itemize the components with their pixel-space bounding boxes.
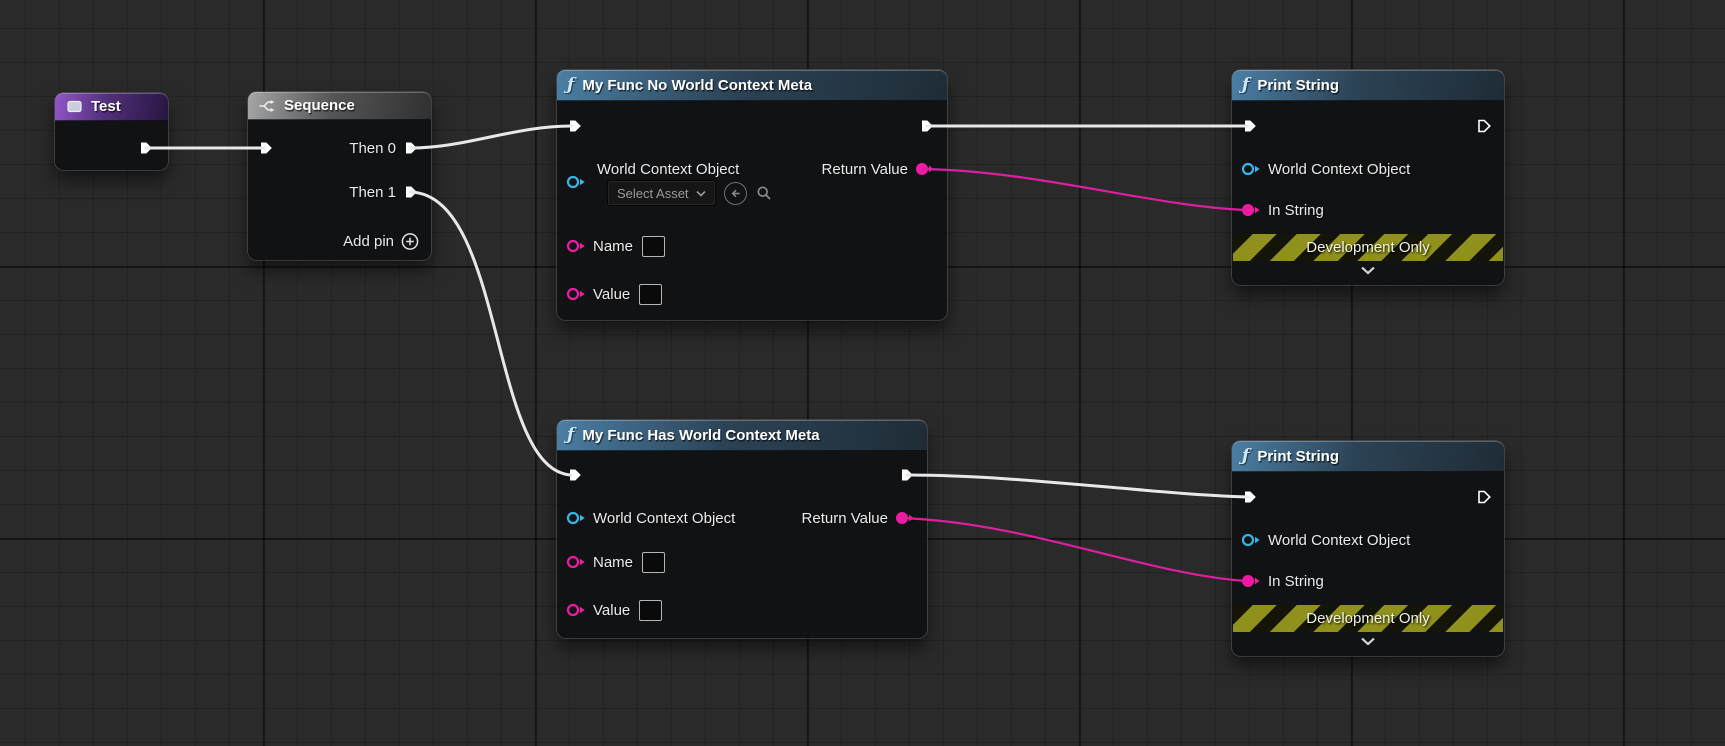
exec-in-pin[interactable] bbox=[1242, 485, 1258, 509]
node-test-header[interactable]: Test bbox=[55, 93, 168, 121]
node-func-has-wcm[interactable]: ƒ My Func Has World Context Meta World C… bbox=[557, 420, 927, 638]
world-context-object-row: World Context Object bbox=[566, 506, 735, 530]
pin-label: World Context Object bbox=[593, 509, 736, 527]
function-icon: ƒ bbox=[1242, 74, 1250, 95]
node-title: My Func Has World Context Meta bbox=[582, 426, 820, 444]
world-context-picker-row: Select Asset bbox=[607, 180, 773, 206]
name-pin[interactable] bbox=[566, 238, 586, 254]
expand-node-button[interactable] bbox=[1232, 637, 1504, 646]
node-title: Print String bbox=[1257, 447, 1339, 465]
name-pin[interactable] bbox=[566, 554, 586, 570]
node-title: Test bbox=[91, 98, 121, 115]
pin-label: Value bbox=[593, 601, 631, 619]
node-title: My Func No World Context Meta bbox=[582, 76, 813, 94]
value-pin[interactable] bbox=[566, 602, 586, 618]
in-string-row: In String bbox=[1241, 569, 1324, 593]
function-icon: ƒ bbox=[567, 74, 575, 95]
node-print-string-bottom-header[interactable]: ƒ Print String bbox=[1232, 441, 1504, 472]
add-pin-icon bbox=[401, 232, 419, 250]
browse-asset-icon[interactable] bbox=[755, 184, 773, 202]
exec-out-pin[interactable] bbox=[1476, 485, 1492, 509]
in-string-row: In String bbox=[1241, 198, 1324, 222]
wire-exec-func-has-wcm-to-print-bottom[interactable] bbox=[905, 473, 1250, 499]
select-asset-dropdown[interactable]: Select Asset bbox=[607, 180, 716, 206]
development-only-banner: Development Only bbox=[1233, 234, 1503, 261]
pin-label: Then 1 bbox=[349, 183, 396, 201]
value-input[interactable] bbox=[639, 599, 663, 621]
pin-label: World Context Object bbox=[597, 160, 740, 178]
event-icon bbox=[65, 98, 83, 116]
node-sequence-header[interactable]: Sequence bbox=[248, 92, 431, 120]
expand-node-button[interactable] bbox=[1232, 266, 1504, 275]
pin-label: World Context Object bbox=[1268, 531, 1411, 549]
add-pin-button[interactable]: Add pin bbox=[343, 229, 419, 253]
use-selected-asset-button[interactable] bbox=[723, 181, 747, 205]
world-context-object-row: World Context Object bbox=[1241, 157, 1410, 181]
value-pin[interactable] bbox=[566, 286, 586, 302]
pin-label: Then 0 bbox=[349, 139, 396, 157]
exec-in-pin[interactable] bbox=[1242, 114, 1258, 138]
pin-label: In String bbox=[1268, 201, 1324, 219]
world-context-object-row: World Context Object bbox=[1241, 528, 1410, 552]
select-asset-label: Select Asset bbox=[617, 185, 689, 201]
node-func-no-wcm[interactable]: ƒ My Func No World Context Meta World Co… bbox=[557, 70, 947, 320]
wire-exec-then1-to-func-has-wcm[interactable] bbox=[409, 190, 573, 477]
exec-in-pin[interactable] bbox=[567, 463, 583, 487]
wire-string-func-has-wcm-to-print-bottom[interactable] bbox=[900, 516, 1248, 583]
pin-label: Return Value bbox=[801, 509, 888, 527]
node-print-string-bottom[interactable]: ƒ Print String World Context Object In S… bbox=[1232, 441, 1504, 656]
exec-in-pin[interactable] bbox=[258, 136, 274, 160]
value-pin-row: Value bbox=[566, 282, 663, 306]
node-print-string-top-header[interactable]: ƒ Print String bbox=[1232, 70, 1504, 101]
world-context-object-pin[interactable] bbox=[566, 510, 586, 526]
world-context-object-pin[interactable] bbox=[566, 174, 586, 190]
name-input[interactable] bbox=[642, 551, 666, 573]
world-context-object-row: World Context Object bbox=[597, 157, 739, 181]
pin-label: Value bbox=[593, 285, 631, 303]
function-icon: ƒ bbox=[1242, 445, 1250, 466]
node-sequence[interactable]: Sequence Then 0 Then 1 Add pin bbox=[248, 92, 431, 260]
value-input[interactable] bbox=[639, 283, 663, 305]
name-input[interactable] bbox=[642, 235, 666, 257]
in-string-pin[interactable] bbox=[1241, 202, 1261, 218]
chevron-down-icon bbox=[695, 190, 706, 197]
node-func-no-wcm-header[interactable]: ƒ My Func No World Context Meta bbox=[557, 70, 947, 101]
in-string-pin[interactable] bbox=[1241, 573, 1261, 589]
wire-exec-then0-to-func-no-wcm[interactable] bbox=[409, 124, 573, 150]
pin-label: Return Value bbox=[821, 160, 908, 178]
exec-out-pin[interactable] bbox=[1476, 114, 1492, 138]
development-only-banner: Development Only bbox=[1233, 605, 1503, 632]
development-only-label: Development Only bbox=[1306, 610, 1430, 627]
world-context-object-pin[interactable] bbox=[1241, 161, 1261, 177]
value-pin-row: Value bbox=[566, 598, 663, 622]
world-context-object-pin[interactable] bbox=[1241, 532, 1261, 548]
exec-in-pin[interactable] bbox=[567, 114, 583, 138]
node-func-has-wcm-header[interactable]: ƒ My Func Has World Context Meta bbox=[557, 420, 927, 451]
sequence-icon bbox=[258, 97, 276, 115]
node-print-string-top[interactable]: ƒ Print String World Context Object In S… bbox=[1232, 70, 1504, 285]
name-pin-row: Name bbox=[566, 234, 666, 258]
pin-label: Name bbox=[593, 237, 634, 255]
wire-string-func-no-wcm-to-print-top[interactable] bbox=[920, 167, 1248, 212]
name-pin-row: Name bbox=[566, 550, 666, 574]
pin-label: Name bbox=[593, 553, 634, 571]
pin-label: World Context Object bbox=[1268, 160, 1411, 178]
development-only-label: Development Only bbox=[1306, 239, 1430, 256]
pin-label: In String bbox=[1268, 572, 1324, 590]
function-icon: ƒ bbox=[567, 424, 575, 445]
node-title: Print String bbox=[1257, 76, 1339, 94]
node-title: Sequence bbox=[284, 97, 355, 114]
add-pin-label: Add pin bbox=[343, 232, 394, 250]
